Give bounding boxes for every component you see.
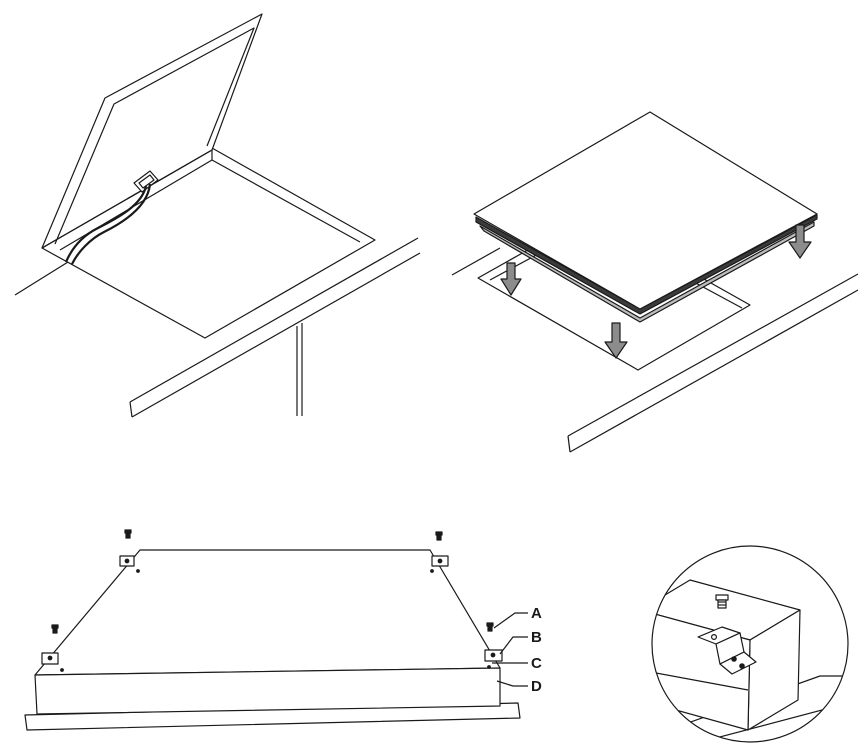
detail-hob-edge <box>652 669 749 691</box>
screw-hole <box>136 569 140 573</box>
screw-hole <box>487 665 491 669</box>
counter-front-edge-top <box>129 237 419 403</box>
hob-body-top <box>34 549 501 676</box>
mounting-bracket <box>41 652 59 665</box>
open-lid-inner <box>54 27 255 245</box>
counter-front-edge-bottom <box>131 252 421 418</box>
callout-c-label: C <box>531 655 542 672</box>
step-2-placement-panel <box>451 111 859 453</box>
hob-plate-underside <box>475 214 818 315</box>
down-arrow-icon <box>500 262 522 296</box>
detail-bracket <box>697 626 757 675</box>
mounting-bracket <box>431 555 449 567</box>
counter2-back-line <box>451 247 501 276</box>
mounting-bracket <box>484 649 503 662</box>
screw-icon <box>486 622 494 632</box>
counter-back-line <box>14 261 69 296</box>
screw-icon <box>124 529 132 539</box>
callout-b-leader <box>499 636 528 655</box>
step-3-brackets-panel <box>24 529 528 731</box>
hob-plate-top <box>473 111 818 310</box>
screw-icon <box>51 624 59 634</box>
screw-hole <box>60 668 64 672</box>
hob-plate-body <box>479 221 815 323</box>
step-1-cutout-panel <box>14 13 421 418</box>
junction-box-inner <box>138 174 155 189</box>
screw-hole <box>430 569 434 573</box>
callout-a-leader <box>493 612 528 629</box>
counter2-front-edge-bottom <box>569 289 859 453</box>
hob-body-front <box>34 667 501 715</box>
counter2-front-edge-top <box>567 273 859 437</box>
callout-d-label: D <box>531 678 542 695</box>
detail-screw-icon <box>715 594 729 609</box>
down-arrow-icon-2 <box>604 322 628 359</box>
screw-icon <box>435 531 443 541</box>
down-arrow-icon-3 <box>788 224 812 259</box>
junction-box <box>133 170 159 193</box>
open-lid-hinge <box>41 149 213 249</box>
callout-a-label: A <box>531 605 542 622</box>
callout-b-label: B <box>531 629 542 646</box>
mounting-bracket <box>119 555 135 567</box>
counter-side-edge <box>129 401 133 418</box>
callout-d-leader <box>496 680 528 687</box>
bracket-detail-panel <box>651 545 849 743</box>
detail-circle <box>651 545 849 743</box>
power-cable <box>64 185 148 263</box>
power-cable-second-strand <box>71 183 152 265</box>
counter2-side-edge <box>567 435 571 453</box>
